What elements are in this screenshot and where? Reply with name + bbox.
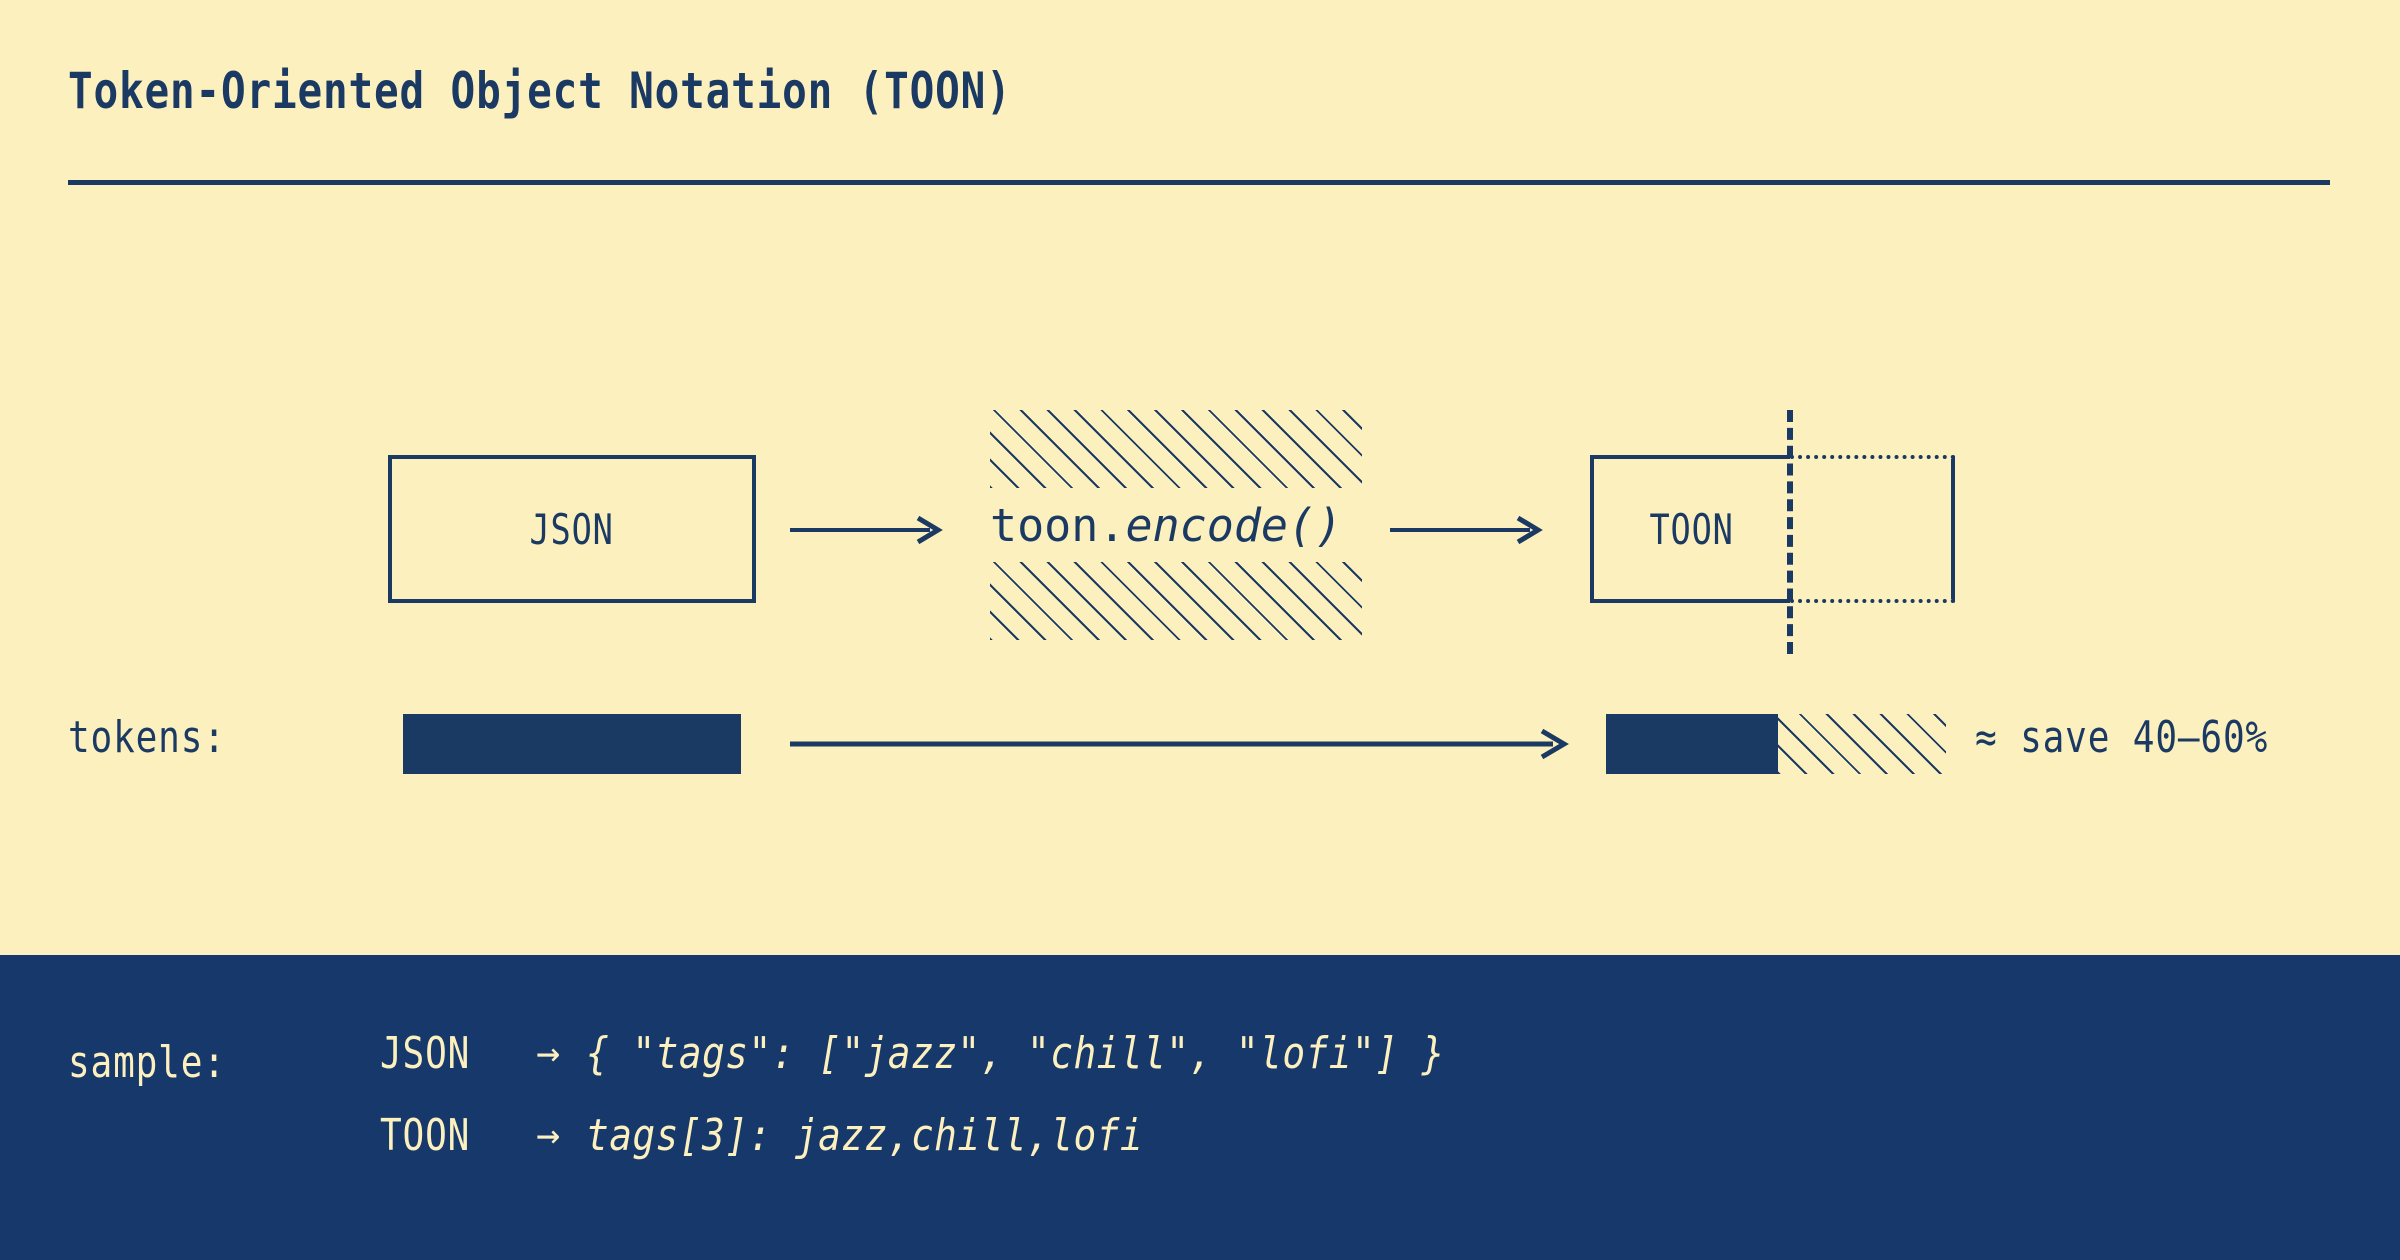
json-source-box-label: JSON	[529, 504, 615, 554]
arrow-encode-to-toon	[1390, 512, 1550, 548]
toon-result-box: TOON	[1590, 455, 1790, 603]
tokens-bar-toon	[1606, 714, 1946, 774]
sample-row-json-code: { "tags": ["jazz", "chill", "lofi"] }	[586, 1027, 1445, 1079]
sample-row-json-format: JSON	[380, 1027, 471, 1079]
sample-row-toon-arrow-icon: →	[535, 1112, 561, 1158]
sample-row-toon: TOON → tags[3]: jazz,chill,lofi	[380, 1107, 1234, 1163]
json-source-box: JSON	[388, 455, 756, 603]
toon-split-divider	[1787, 410, 1793, 654]
arrow-right-icon	[1390, 515, 1543, 545]
hatch-band-top	[990, 410, 1362, 488]
sample-row-json: JSON → { "tags": ["jazz", "chill", "lofi…	[380, 1025, 1585, 1081]
toon-result-box-label: TOON	[1649, 504, 1735, 554]
tokens-bar-json	[403, 714, 741, 774]
title-divider-rule	[68, 180, 2330, 185]
sample-panel: sample: JSON → { "tags": ["jazz", "chill…	[0, 955, 2400, 1260]
tokens-savings-label: ≈ save 40–60%	[1975, 712, 2269, 763]
encode-namespace-text: toon.	[990, 498, 1126, 552]
title-area: Token-Oriented Object Notation (TOON)	[0, 0, 2400, 200]
toon-result-box-group: TOON	[1590, 410, 1960, 654]
sample-panel-label: sample:	[68, 1037, 226, 1088]
toon-removed-region-box	[1790, 455, 1955, 603]
encode-call-label: toon.encode()	[990, 488, 1362, 562]
tokens-bar-toon-used	[1606, 714, 1778, 774]
arrow-right-icon	[790, 728, 1569, 760]
page-title: Token-Oriented Object Notation (TOON)	[68, 62, 1012, 120]
encode-stage: toon.encode()	[990, 410, 1362, 640]
tokens-row-label: tokens:	[68, 712, 226, 763]
encode-function-text: encode()	[1125, 498, 1343, 552]
encoding-flow-diagram: JSON toon.encode() TO	[0, 400, 2400, 660]
sample-row-toon-format: TOON	[380, 1109, 471, 1161]
arrow-json-to-encode	[790, 512, 950, 548]
sample-row-toon-code: tags[3]: jazz,chill,lofi	[586, 1109, 1144, 1161]
hatch-band-bottom	[990, 562, 1362, 640]
tokens-comparison-row: tokens: ≈ save 40–60%	[0, 690, 2400, 800]
arrow-tokens-reduction	[790, 726, 1575, 762]
arrow-right-icon	[790, 515, 943, 545]
tokens-bar-toon-saved	[1778, 714, 1946, 774]
sample-row-json-arrow-icon: →	[535, 1030, 561, 1076]
